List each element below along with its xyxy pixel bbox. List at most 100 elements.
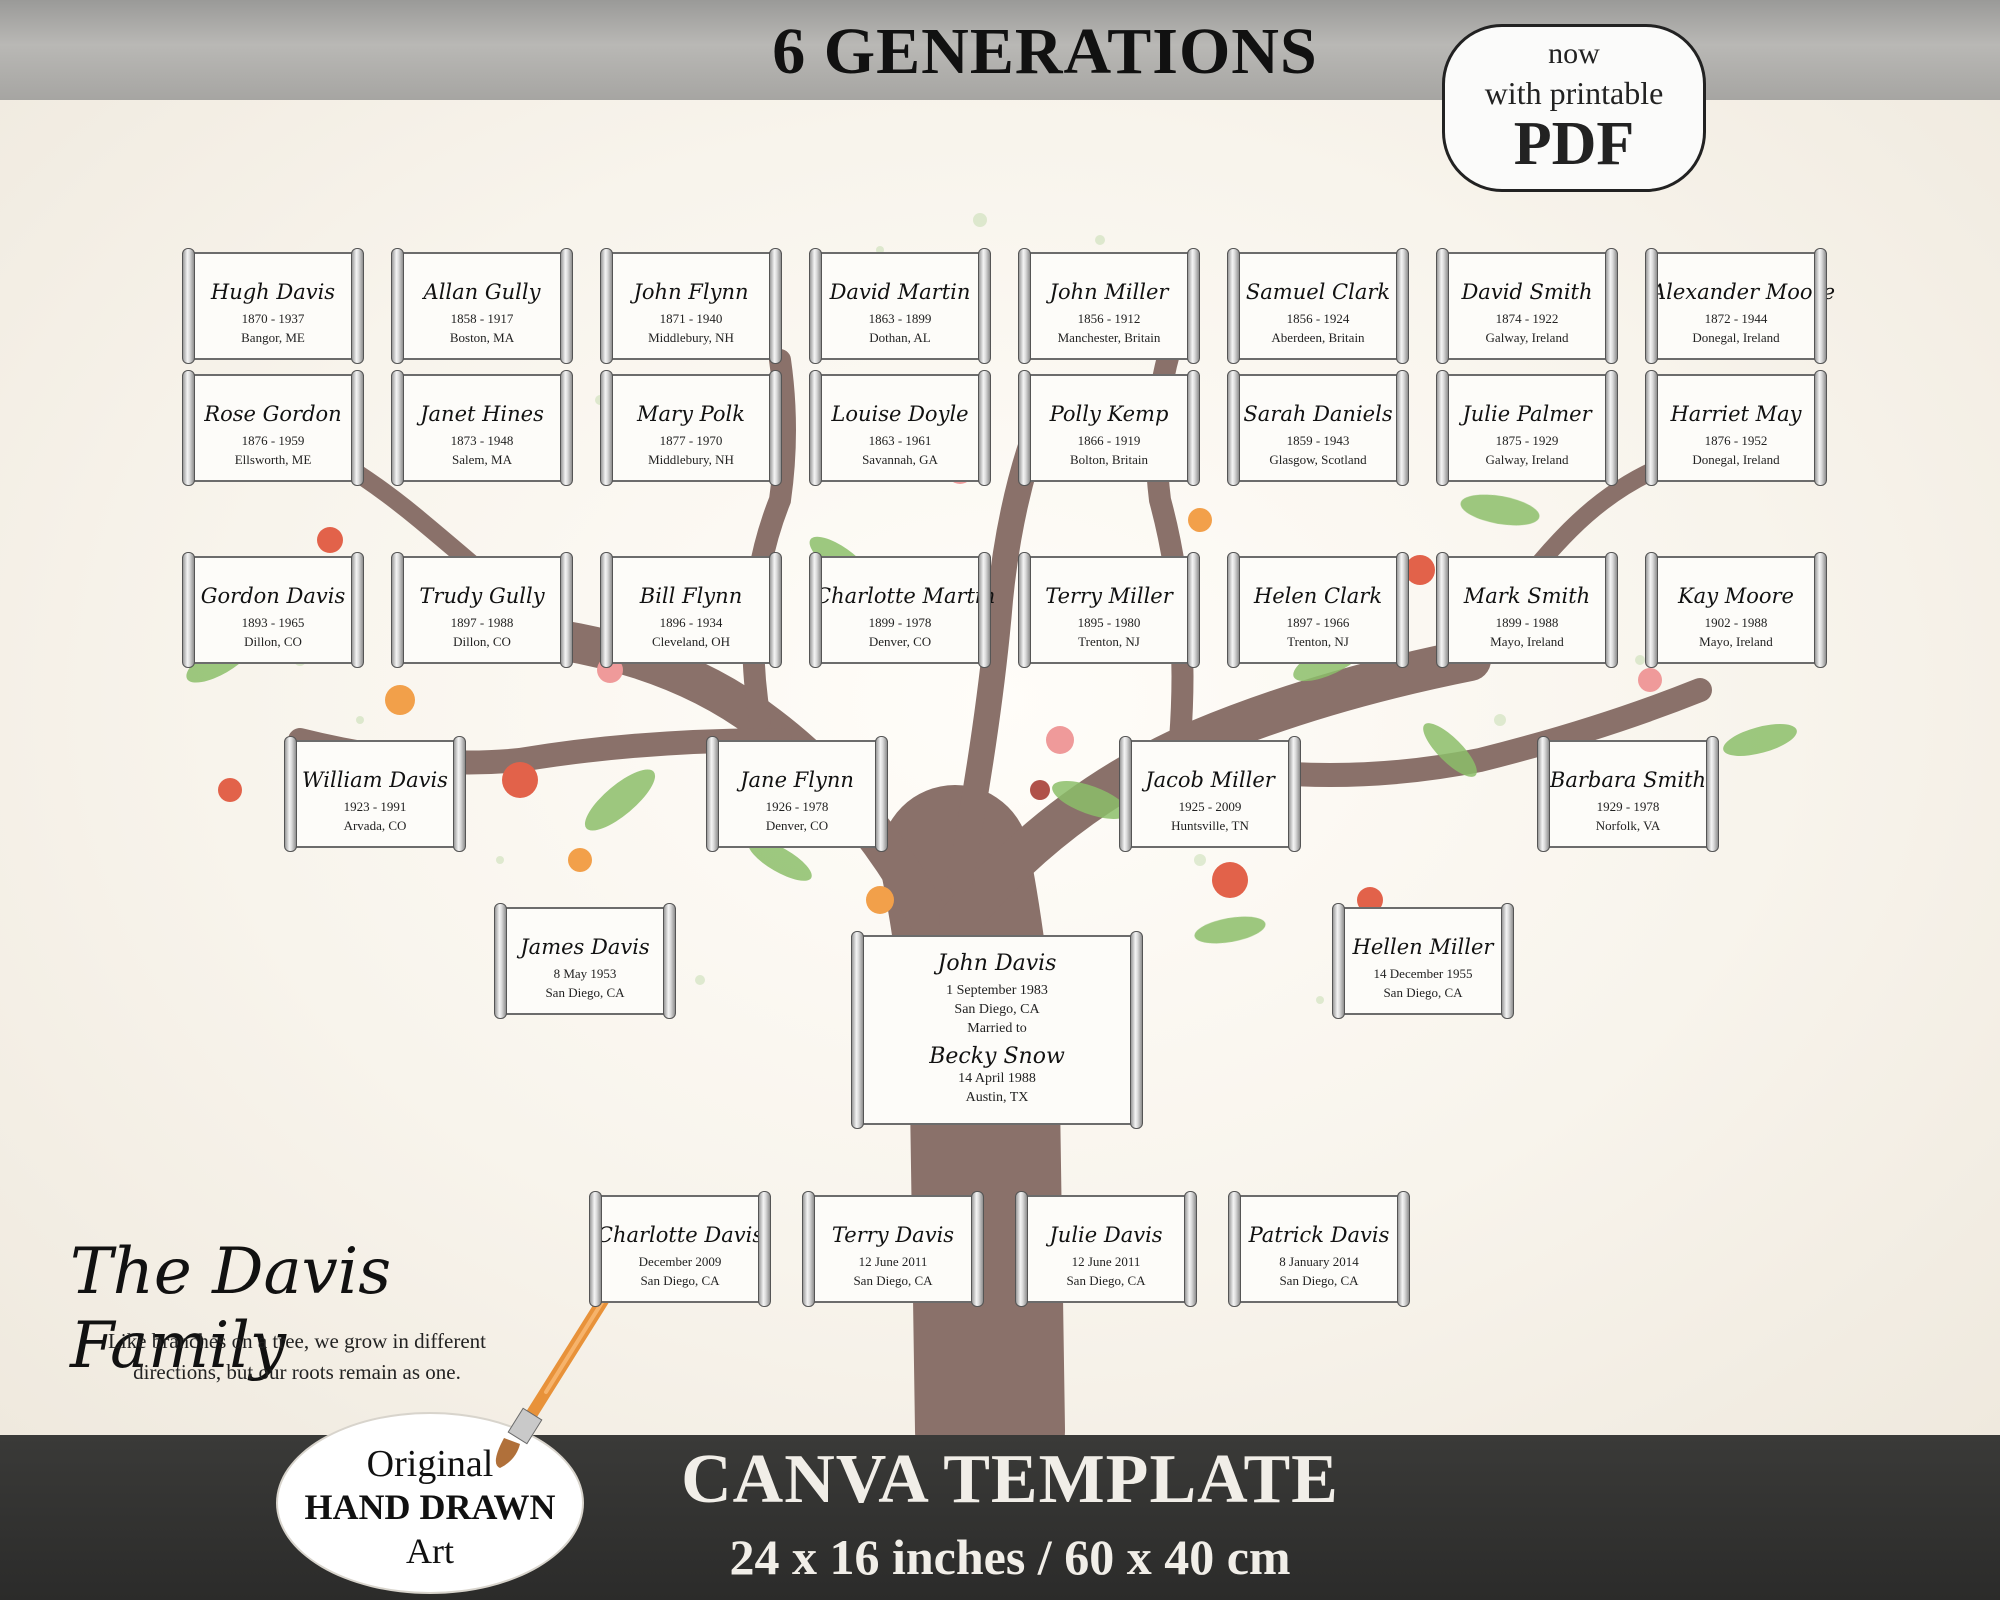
- child-card: Julie Davis 12 June 2011 San Diego, CA: [1015, 1191, 1197, 1307]
- person-dates: 1859 - 1943: [1286, 433, 1350, 448]
- person-dates: 1926 - 1978: [765, 799, 829, 814]
- person-dates: 1870 - 1937: [241, 311, 305, 326]
- person-dates: 1873 - 1948: [450, 433, 514, 448]
- person-name: Trudy Gully: [419, 584, 545, 608]
- hand-drawn-badge: Original HAND DRAWN Art: [276, 1412, 584, 1594]
- person-dates: 1899 - 1978: [868, 615, 932, 630]
- person-place: Manchester, Britain: [1057, 330, 1161, 345]
- person-place: Donegal, Ireland: [1692, 330, 1780, 345]
- person-dates: 1875 - 1929: [1495, 433, 1559, 448]
- spouse-dates: 14 April 1988: [958, 1071, 1036, 1086]
- child-card: Terry Davis 12 June 2011 San Diego, CA: [802, 1191, 984, 1307]
- person-place: Dothan, AL: [869, 330, 931, 345]
- grandparent-card: William Davis 1923 - 1991 Arvada, CO: [284, 736, 466, 852]
- person-dates: 1858 - 1917: [450, 311, 514, 326]
- person-place: Arvada, CO: [343, 818, 407, 833]
- person-dates: 1872 - 1944: [1704, 311, 1768, 326]
- person-name: Patrick Davis: [1248, 1223, 1390, 1247]
- person-dates: 1866 - 1919: [1077, 433, 1141, 448]
- person-dates: 12 June 2011: [858, 1254, 928, 1269]
- person-name: Terry Miller: [1045, 584, 1173, 608]
- ancestor-card-gen4: Bill Flynn 1896 - 1934 Cleveland, OH: [600, 552, 782, 668]
- person-dates: 1896 - 1934: [659, 615, 723, 630]
- person-dates: 1893 - 1965: [241, 615, 305, 630]
- person-place: Salem, MA: [452, 452, 512, 467]
- person-name: Kay Moore: [1677, 584, 1794, 608]
- person-name: Julie Palmer: [1462, 402, 1592, 426]
- person-name: Alexander Moore: [1651, 280, 1836, 304]
- spouse-place: Austin, TX: [965, 1090, 1029, 1105]
- person-name: Helen Clark: [1253, 584, 1383, 608]
- person-place: Galway, Ireland: [1485, 452, 1569, 467]
- person-name: Rose Gordon: [204, 402, 342, 426]
- person-dates: 1874 - 1922: [1495, 311, 1559, 326]
- person-place: Aberdeen, Britain: [1271, 330, 1365, 345]
- person-name: Terry Davis: [831, 1223, 955, 1247]
- print-size-label: 24 x 16 inches / 60 x 40 cm: [729, 1529, 1291, 1585]
- ancestor-card-gen5: Polly Kemp 1866 - 1919 Bolton, Britain: [1018, 370, 1200, 486]
- person-dates: 1856 - 1912: [1077, 311, 1141, 326]
- ancestor-card-gen5: David Smith 1874 - 1922 Galway, Ireland: [1436, 248, 1618, 364]
- person-name: Gordon Davis: [200, 584, 346, 608]
- person-place: San Diego, CA: [1383, 985, 1463, 1000]
- person-place: San Diego, CA: [1066, 1273, 1146, 1288]
- ancestor-card-gen4: Charlotte Martin 1899 - 1978 Denver, CO: [809, 552, 996, 668]
- ancestor-card-gen5: Janet Hines 1873 - 1948 Salem, MA: [391, 370, 573, 486]
- person-name: James Davis: [520, 935, 650, 959]
- grandparent-card: Barbara Smith 1929 - 1978 Norfolk, VA: [1537, 736, 1719, 852]
- ancestor-card-gen5: Louise Doyle 1863 - 1961 Savannah, GA: [809, 370, 991, 486]
- ancestor-card-gen5: Alexander Moore 1872 - 1944 Donegal, Ire…: [1645, 248, 1836, 364]
- person-dates: December 2009: [638, 1254, 722, 1269]
- person-place: Huntsville, TN: [1171, 818, 1249, 833]
- motto-line2: directions, but our roots remain as one.: [133, 1360, 461, 1384]
- person-name: Sarah Daniels: [1243, 402, 1393, 426]
- ancestor-card-gen5: Rose Gordon 1876 - 1959 Ellsworth, ME: [182, 370, 364, 486]
- printable-pdf-badge: now with printable PDF: [1442, 24, 1706, 192]
- person-dates: 1 September 1983: [946, 983, 1048, 998]
- person-place: San Diego, CA: [640, 1273, 720, 1288]
- pdf-badge-line2: with printable: [1484, 75, 1664, 111]
- person-name: John Flynn: [633, 280, 749, 304]
- person-name: John Davis: [937, 951, 1057, 976]
- person-name: Jacob Miller: [1145, 768, 1275, 792]
- person-dates: 1876 - 1959: [241, 433, 305, 448]
- person-dates: 8 January 2014: [1279, 1254, 1359, 1269]
- person-name: Hugh Davis: [210, 280, 336, 304]
- person-place: Denver, CO: [765, 818, 829, 833]
- person-name: Samuel Clark: [1245, 280, 1391, 304]
- person-dates: 1925 - 2009: [1178, 799, 1242, 814]
- ancestor-card-gen4: Gordon Davis 1893 - 1965 Dillon, CO: [182, 552, 364, 668]
- ancestor-card-gen5: Samuel Clark 1856 - 1924 Aberdeen, Brita…: [1227, 248, 1409, 364]
- grandparent-card: Jane Flynn 1926 - 1978 Denver, CO: [706, 736, 888, 852]
- person-dates: 1929 - 1978: [1596, 799, 1660, 814]
- couple-card: John Davis 1 September 1983 San Diego, C…: [851, 931, 1143, 1129]
- hand-badge-line3: Art: [406, 1531, 454, 1571]
- family-name-title: The Davis Family: [70, 1235, 392, 1383]
- ancestor-card-gen5: Sarah Daniels 1859 - 1943 Glasgow, Scotl…: [1227, 370, 1409, 486]
- person-place: Glasgow, Scotland: [1269, 452, 1367, 467]
- person-dates: 1876 - 1952: [1704, 433, 1768, 448]
- person-name: Hellen Miller: [1352, 935, 1494, 959]
- person-name: Allan Gully: [423, 280, 541, 304]
- married-label: Married to: [967, 1021, 1027, 1036]
- person-place: Denver, CO: [868, 634, 932, 649]
- person-dates: 1897 - 1966: [1286, 615, 1350, 630]
- ancestor-card-gen5: Julie Palmer 1875 - 1929 Galway, Ireland: [1436, 370, 1618, 486]
- person-place: Dillon, CO: [244, 634, 302, 649]
- ancestor-card-gen4: Trudy Gully 1897 - 1988 Dillon, CO: [391, 552, 573, 668]
- person-dates: 14 December 1955: [1373, 966, 1473, 981]
- ancestor-card-gen5: John Miller 1856 - 1912 Manchester, Brit…: [1018, 248, 1200, 364]
- person-place: Trenton, NJ: [1078, 634, 1140, 649]
- person-name: Charlotte Martin: [815, 584, 996, 608]
- person-dates: 8 May 1953: [553, 966, 617, 981]
- person-dates: 1871 - 1940: [659, 311, 723, 326]
- ancestor-card-gen5: Allan Gully 1858 - 1917 Boston, MA: [391, 248, 573, 364]
- person-place: San Diego, CA: [1279, 1273, 1359, 1288]
- pdf-badge-line3: PDF: [1513, 110, 1635, 178]
- person-place: Ellsworth, ME: [234, 452, 312, 467]
- ancestor-card-gen5: Harriet May 1876 - 1952 Donegal, Ireland: [1645, 370, 1827, 486]
- person-place: Boston, MA: [449, 330, 515, 345]
- person-name: Polly Kemp: [1049, 402, 1169, 426]
- ancestor-card-gen5: John Flynn 1871 - 1940 Middlebury, NH: [600, 248, 782, 364]
- person-place: Mayo, Ireland: [1699, 634, 1773, 649]
